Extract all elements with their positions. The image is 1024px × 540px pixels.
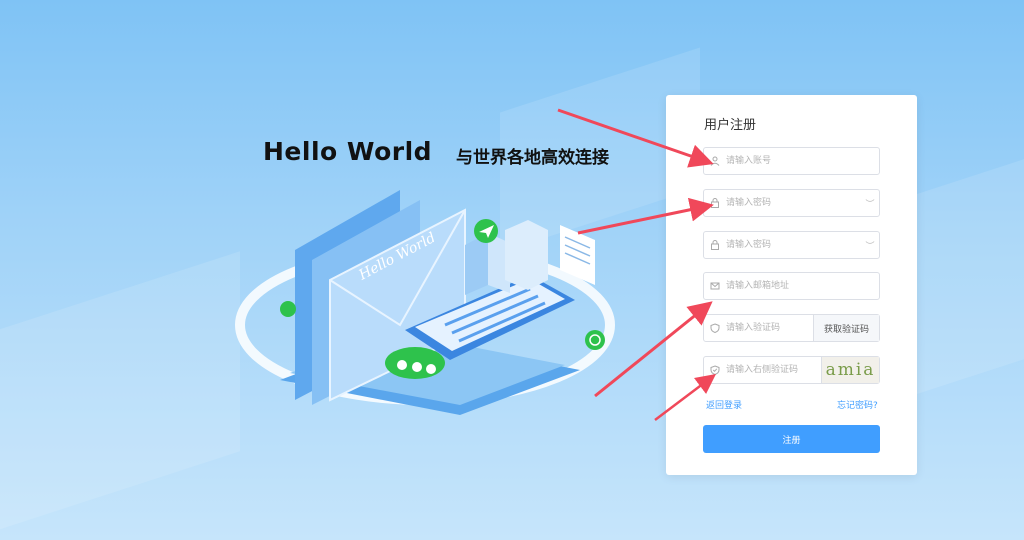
email-field — [703, 272, 880, 300]
eye-closed-icon[interactable]: ︶ — [865, 241, 875, 252]
back-login-link[interactable]: 返回登录 — [706, 401, 743, 411]
whatsapp-icon — [585, 330, 605, 350]
lock-icon — [704, 240, 726, 250]
eye-closed-icon[interactable]: ︶ — [865, 199, 875, 210]
forgot-password-link[interactable]: 忘记密码? — [837, 401, 878, 411]
mail-icon — [704, 281, 726, 291]
account-input[interactable] — [726, 148, 879, 174]
line-icon — [280, 301, 296, 317]
building — [465, 233, 488, 295]
hero-illustration: Hello World — [235, 190, 615, 415]
document — [560, 225, 595, 285]
building — [505, 220, 548, 290]
captcha-image[interactable]: amia — [821, 357, 879, 383]
shield-icon — [704, 323, 726, 333]
captcha-field: amia — [703, 356, 880, 384]
background-shape — [0, 251, 240, 540]
account-field — [703, 147, 880, 175]
envelope-flap — [329, 209, 466, 327]
register-title: 用户注册 — [704, 118, 757, 133]
captcha-text: amia — [825, 360, 876, 380]
register-button[interactable]: 注册 — [703, 425, 880, 453]
confirm-password-input[interactable] — [726, 232, 861, 258]
user-icon — [704, 156, 726, 166]
shield-check-icon — [704, 365, 726, 375]
register-card: 用户注册 ︶ ︶ 获取验证码 — [666, 95, 917, 475]
password-field: ︶ — [703, 189, 880, 217]
hero-title: Hello World — [263, 137, 433, 166]
get-code-button[interactable]: 获取验证码 — [813, 315, 879, 341]
confirm-password-field: ︶ — [703, 231, 880, 259]
hero-subtitle: 与世界各地高效连接 — [456, 148, 609, 168]
code-field: 获取验证码 — [703, 314, 880, 342]
lock-icon — [704, 198, 726, 208]
email-input[interactable] — [726, 273, 879, 299]
password-input[interactable] — [726, 190, 861, 216]
